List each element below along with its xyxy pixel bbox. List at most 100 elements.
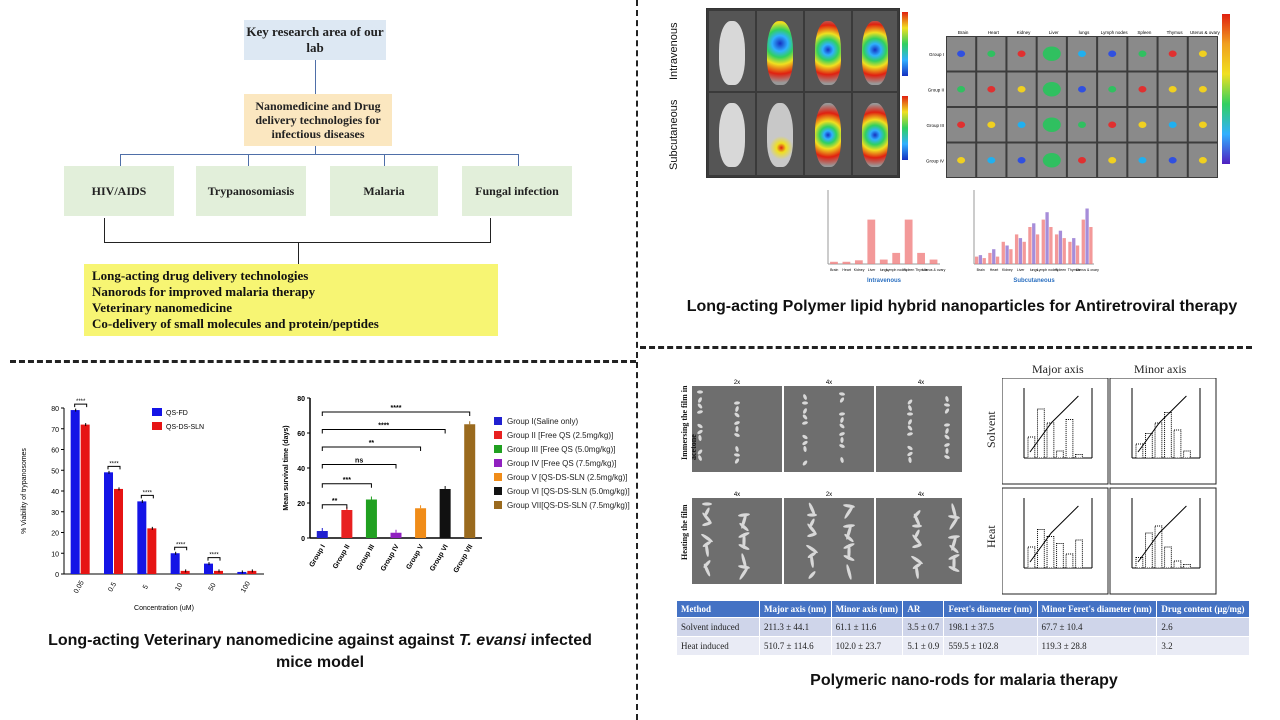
histogram-bar <box>1164 412 1172 459</box>
nanorod <box>911 555 923 565</box>
bar <box>1075 245 1080 264</box>
organ-signal <box>957 86 966 93</box>
organ-signal <box>1017 50 1026 57</box>
bar <box>1001 241 1005 264</box>
nanorod <box>912 563 922 569</box>
x-tick-label: Spleen <box>1055 268 1066 272</box>
nanorod <box>701 533 713 543</box>
nanorod <box>944 403 950 407</box>
nanorod <box>846 524 852 540</box>
organ-signal <box>1042 46 1061 61</box>
organ-signal <box>1198 121 1207 128</box>
significance-label: ** <box>332 498 338 505</box>
nanorod <box>912 543 922 549</box>
nanorod <box>908 419 912 425</box>
nanorod <box>907 399 913 405</box>
nanorod <box>738 532 750 538</box>
table-cell: 3.2 <box>1156 636 1250 656</box>
nanorod <box>907 445 913 451</box>
mouse-image <box>862 21 888 85</box>
legend-swatch <box>494 473 502 481</box>
table-cell: 211.3 ± 44.1 <box>759 617 832 637</box>
bracket <box>104 242 491 243</box>
histogram-bar <box>1027 436 1036 459</box>
sem-magnification: 4x <box>918 492 924 498</box>
outcome-item: Co-delivery of small molecules and prote… <box>92 316 379 331</box>
histogram-bar <box>1046 422 1055 459</box>
nanorod <box>739 566 749 580</box>
chart-title: Subcutaneous <box>1013 278 1055 284</box>
bar <box>1081 219 1085 264</box>
significance-bracket <box>321 504 348 509</box>
organ-signal <box>957 157 966 164</box>
x-tick-label: Liver <box>868 268 876 272</box>
legend-swatch <box>494 487 502 495</box>
table-cell: 198.1 ± 37.5 <box>943 617 1038 637</box>
bar <box>917 252 925 264</box>
nanorod <box>807 513 817 517</box>
nanorod <box>944 423 950 427</box>
nanorod <box>808 502 816 516</box>
nanorod <box>698 397 702 403</box>
bar <box>180 570 190 574</box>
group-label: Group III <box>926 123 944 128</box>
x-tick-label: Uterus & ovary <box>1076 268 1099 272</box>
nanorod <box>698 455 702 461</box>
organ-signal <box>987 50 996 57</box>
legend-label: Group I(Saline only) <box>507 416 579 426</box>
histogram-bar <box>1183 564 1191 569</box>
nanorod <box>907 425 913 431</box>
nanorod <box>704 507 710 517</box>
legend-swatch <box>494 501 502 509</box>
sem-magnification: 4x <box>826 380 832 386</box>
nanorod <box>951 535 957 551</box>
mouse-cell <box>805 93 851 175</box>
x-tick-label: Group III <box>356 543 376 571</box>
table-header: Minor Feret's diameter (nm) <box>1036 600 1158 618</box>
connector <box>384 154 385 166</box>
colorbar <box>902 96 908 160</box>
nanorod <box>839 412 845 416</box>
organ-signal <box>1042 153 1061 168</box>
organ-signal <box>1017 121 1026 128</box>
connector <box>315 60 316 94</box>
nanorod <box>908 405 912 411</box>
histogram-bar <box>1046 536 1055 569</box>
group-label: Group I <box>929 52 944 57</box>
bar <box>904 219 913 264</box>
method-label-solvent: Solvent <box>984 411 998 448</box>
significance-bracket <box>107 465 121 470</box>
x-tick-label: Group IV <box>380 543 401 572</box>
histogram-bar <box>1075 454 1083 459</box>
nanorod <box>945 448 949 454</box>
organ-signal <box>1168 50 1177 57</box>
bracket <box>490 218 491 242</box>
nanorod <box>697 410 703 414</box>
nanorod <box>698 435 702 441</box>
nanorod <box>944 443 950 447</box>
nanorod <box>735 446 739 452</box>
nanorod <box>735 406 739 412</box>
bar <box>464 424 476 538</box>
nanorod <box>945 396 949 402</box>
nanorod <box>844 505 854 519</box>
organ-grid-svg <box>947 37 1217 177</box>
sem-magnification: 4x <box>918 380 924 386</box>
bar <box>995 256 1000 264</box>
nanorod <box>697 429 703 435</box>
y-tick-label: 0 <box>301 536 305 543</box>
y-tick-label: 70 <box>51 427 59 434</box>
nanorod <box>843 543 855 549</box>
sem-row-label-acetone: Immersing the film in acetone <box>680 385 698 460</box>
organ-signal <box>1078 157 1086 164</box>
y-tick-label: 0 <box>55 572 59 579</box>
x-tick-label: Liver <box>1017 268 1025 272</box>
histogram-frame <box>1002 378 1109 485</box>
bar <box>104 472 113 574</box>
nanorod <box>810 554 814 568</box>
legend-swatch <box>152 422 162 430</box>
bar <box>988 252 992 264</box>
nanorod <box>734 421 740 425</box>
nanorod <box>697 390 703 394</box>
